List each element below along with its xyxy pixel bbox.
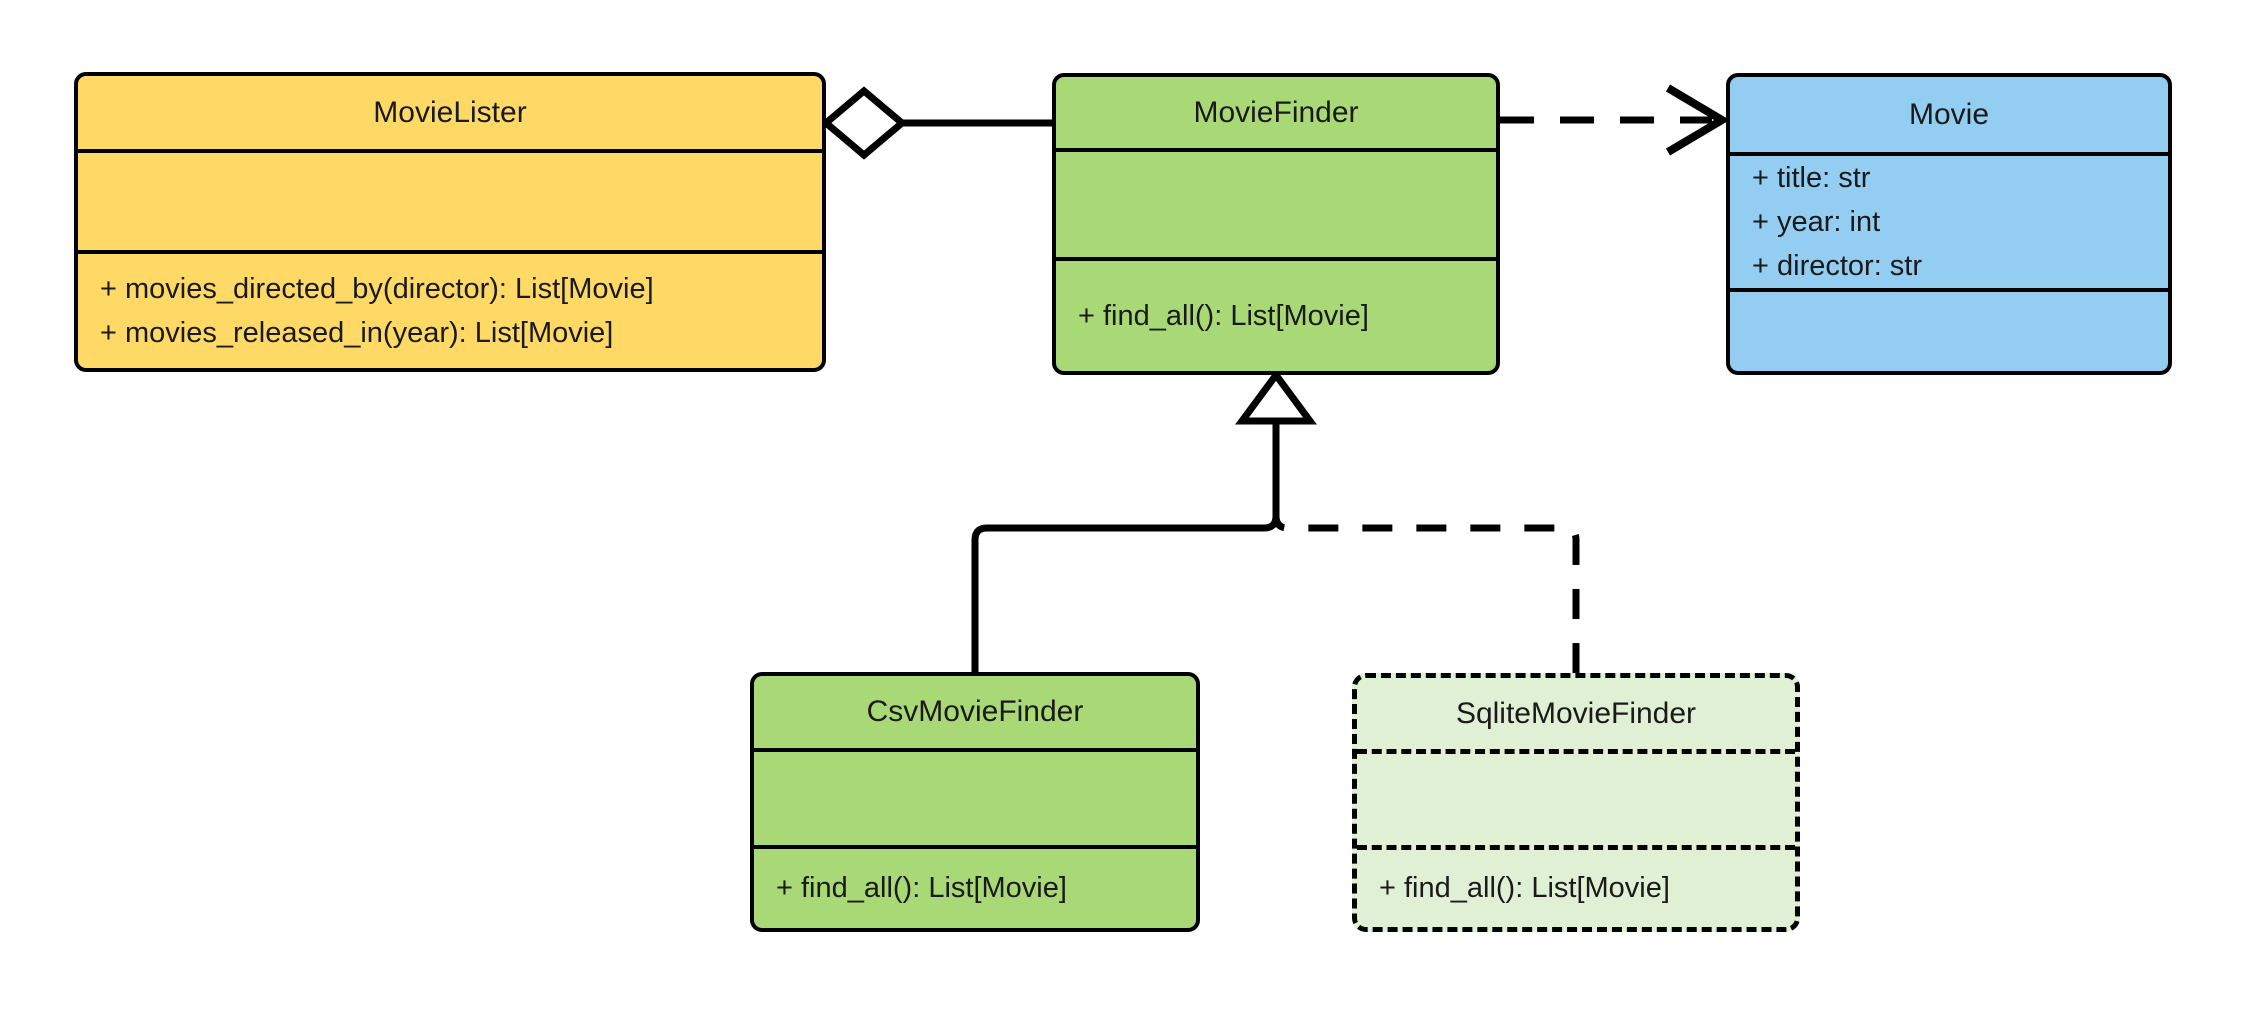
class-operations-compartment: + find_all(): List[Movie] <box>754 844 1196 928</box>
hollow-triangle-icon-csv <box>1235 369 1317 425</box>
class-attributes-compartment <box>78 148 822 250</box>
relationship-aggregation-lister-finder[interactable] <box>820 86 1052 160</box>
class-operations-compartment: + find_all(): List[Movie] <box>1357 845 1795 927</box>
class-box-csv-movie-finder[interactable]: CsvMovieFinder + find_all(): List[Movie] <box>750 672 1200 932</box>
operation-item: + find_all(): List[Movie] <box>1379 872 1670 905</box>
class-operations-compartment: + find_all(): List[Movie] <box>1056 257 1496 371</box>
relationship-generalization-csv-finder[interactable] <box>971 369 1317 672</box>
class-title-compartment: MovieFinder <box>1056 77 1496 148</box>
class-operations-compartment <box>1730 288 2168 371</box>
class-title-compartment: Movie <box>1730 77 2168 152</box>
operation-item: + movies_released_in(year): List[Movie] <box>100 316 614 349</box>
class-attributes-compartment: + title: str + year: int + director: str <box>1730 151 2168 288</box>
attribute-item: + director: str <box>1752 250 1923 283</box>
class-name-label: SqliteMovieFinder <box>1455 697 1697 731</box>
class-name-label: MovieFinder <box>1193 96 1359 129</box>
class-box-movie-finder[interactable]: MovieFinder + find_all(): List[Movie] <box>1052 73 1500 375</box>
generalization-line-csv <box>971 421 1280 672</box>
class-name-label: MovieLister <box>373 95 527 129</box>
class-name-label: CsvMovieFinder <box>866 695 1084 729</box>
class-box-movie-lister[interactable]: MovieLister + movies_directed_by(directo… <box>74 72 826 372</box>
operation-item: + find_all(): List[Movie] <box>1078 299 1369 332</box>
generalization-line-sqlite <box>1272 421 1580 673</box>
class-attributes-compartment <box>1357 749 1795 845</box>
class-title-compartment: MovieLister <box>78 76 822 149</box>
class-title-compartment: SqliteMovieFinder <box>1357 678 1795 749</box>
hollow-diamond-icon <box>820 86 908 160</box>
class-operations-compartment: + movies_directed_by(director): List[Mov… <box>78 249 822 368</box>
open-arrow-icon <box>1665 84 1730 156</box>
attribute-item: + year: int <box>1752 205 1881 238</box>
class-box-movie[interactable]: Movie + title: str + year: int + directo… <box>1726 73 2172 375</box>
class-attributes-compartment <box>1056 148 1496 257</box>
relationship-generalization-sqlite-finder[interactable] <box>1272 421 1580 673</box>
class-attributes-compartment <box>754 747 1196 845</box>
class-title-compartment: CsvMovieFinder <box>754 676 1196 748</box>
attribute-item: + title: str <box>1752 161 1871 194</box>
relationship-dependency-finder-movie[interactable] <box>1500 84 1730 156</box>
operation-item: + movies_directed_by(director): List[Mov… <box>100 272 654 305</box>
class-box-sqlite-movie-finder[interactable]: SqliteMovieFinder + find_all(): List[Mov… <box>1352 673 1800 932</box>
class-name-label: Movie <box>1908 97 1990 131</box>
operation-item: + find_all(): List[Movie] <box>776 872 1067 905</box>
